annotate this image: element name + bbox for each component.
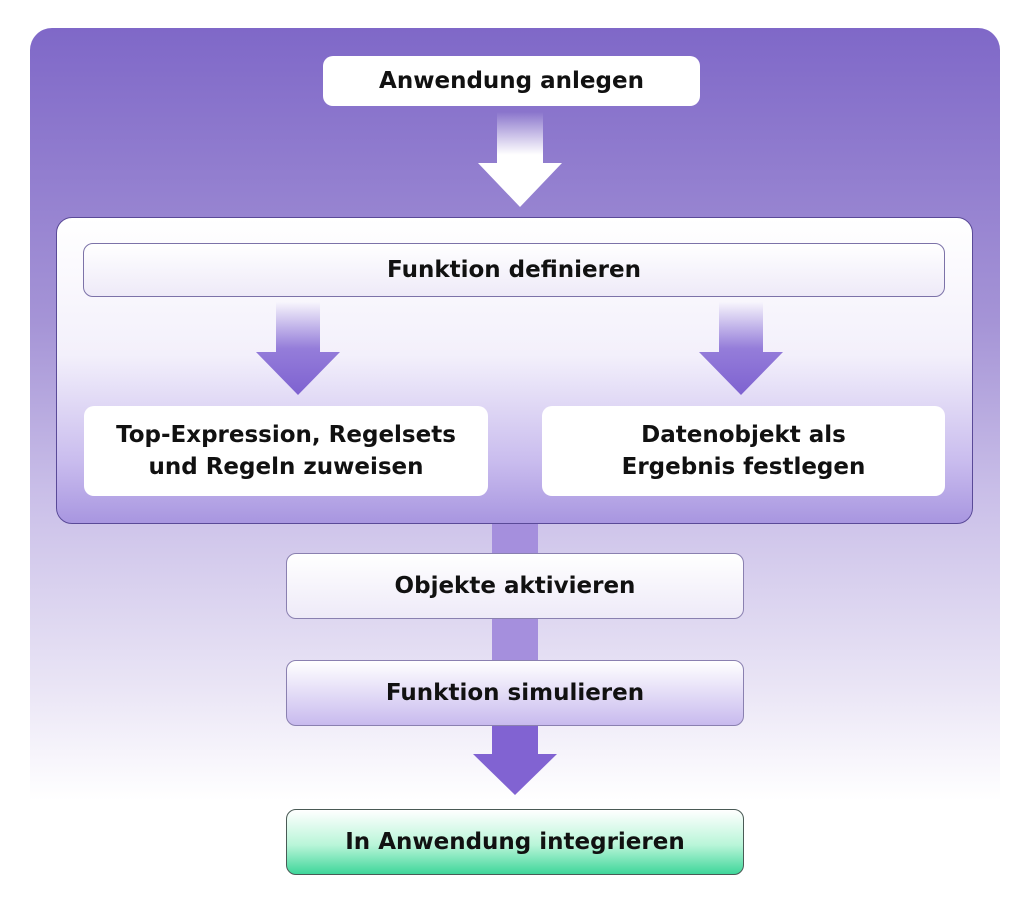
step-activate-label: Objekte aktivieren xyxy=(394,573,636,599)
step-create-label: Anwendung anlegen xyxy=(379,68,644,94)
arrow-down-bottom xyxy=(473,726,557,795)
step-simulate-label: Funktion simulieren xyxy=(385,680,645,706)
step-integrate-application: In Anwendung integrieren xyxy=(286,809,744,875)
step-set-result-object: Datenobjekt als Ergebnis festlegen xyxy=(542,406,945,496)
arrow-down-right xyxy=(699,302,783,395)
connector-stem-upper xyxy=(492,524,538,554)
step-integrate-label: In Anwendung integrieren xyxy=(345,829,685,855)
step-define-function: Funktion definieren xyxy=(83,243,945,297)
step-assign-rules: Top-Expression, Regelsets und Regeln zuw… xyxy=(84,406,488,496)
step-simulate-function: Funktion simulieren xyxy=(286,660,744,726)
arrow-down-left xyxy=(256,302,340,395)
connector-stem-middle xyxy=(492,619,538,661)
step-result-label: Datenobjekt als Ergebnis festlegen xyxy=(621,422,866,480)
step-create-application: Anwendung anlegen xyxy=(323,56,700,106)
step-activate-objects: Objekte aktivieren xyxy=(286,553,744,619)
step-define-label: Funktion definieren xyxy=(387,257,641,283)
step-assign-label: Top-Expression, Regelsets und Regeln zuw… xyxy=(116,422,456,480)
arrow-down-white xyxy=(478,112,562,207)
